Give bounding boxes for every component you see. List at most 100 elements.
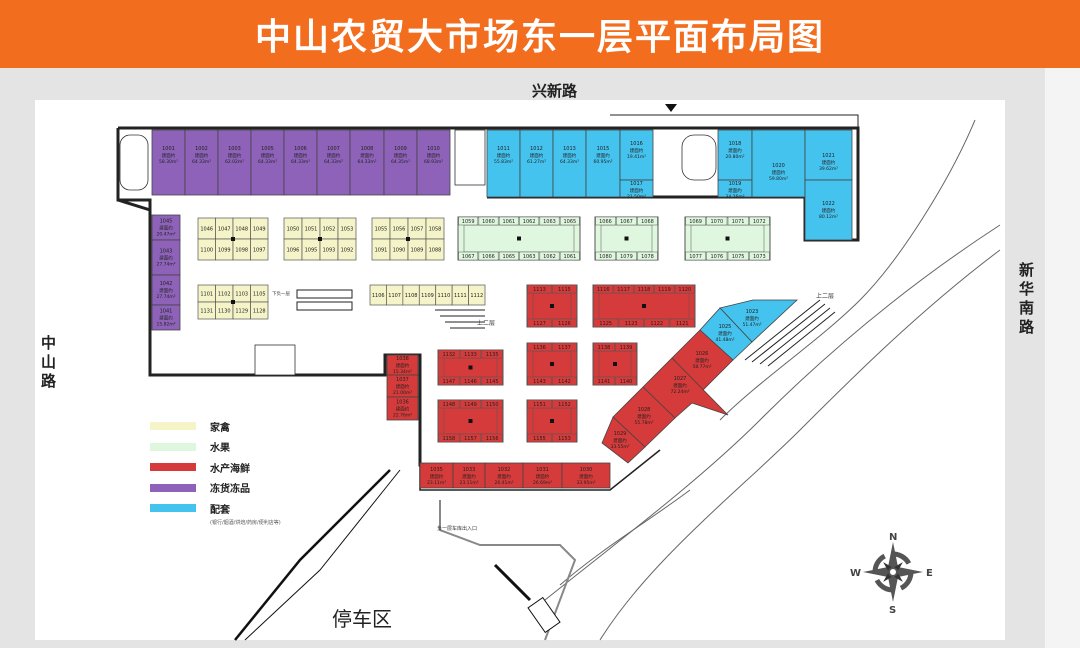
- stall-id: 1148: [442, 402, 455, 408]
- stall-shape: [749, 216, 770, 226]
- stall-id: 1046: [200, 227, 213, 233]
- stall-id: 1145: [486, 379, 499, 385]
- stall-id: 1118: [638, 287, 651, 293]
- stairwells: [119, 129, 717, 376]
- unit-shape: [383, 129, 418, 196]
- stall-id: 1097: [253, 248, 266, 254]
- stall-id: 1158: [442, 436, 455, 442]
- stall-1156: 1156: [481, 433, 503, 443]
- stall-1098: 1098: [232, 238, 251, 261]
- stall-1130: 1130: [215, 301, 234, 320]
- stall-id: 1066: [599, 219, 612, 225]
- stall-1123: 1123: [618, 318, 644, 328]
- stall-shape: [595, 251, 616, 261]
- unit-id: 1007: [327, 146, 340, 152]
- stall-1076: 1076: [706, 251, 728, 261]
- unit-area: 15.82m²: [156, 322, 175, 328]
- stall-id: 1122: [650, 321, 663, 327]
- page-title: 中山农贸大市场东一层平面布局图: [254, 17, 825, 58]
- unit-id: 1019: [729, 181, 742, 187]
- unit-id: 1013: [563, 146, 576, 152]
- unit-area-prefix: 建面约: [536, 473, 550, 480]
- compass-e: E: [926, 568, 933, 579]
- pillar: [468, 365, 473, 370]
- legend-swatch: [150, 463, 196, 472]
- stall-shape: [527, 399, 552, 409]
- stall-1078: 1078: [637, 251, 658, 261]
- stall-1065: 1065: [498, 251, 519, 261]
- stall-id: 1088: [429, 248, 442, 254]
- stall-id: 1141: [598, 379, 611, 385]
- stall-1110: 1110: [435, 284, 453, 306]
- stall-id: 1051: [305, 227, 318, 233]
- stall-id: 1063: [523, 254, 536, 260]
- unit-id: 1027: [674, 376, 687, 382]
- stall-id: 1146: [464, 379, 477, 385]
- unit-id: 1025: [719, 324, 732, 330]
- stall-shape: [615, 376, 637, 386]
- unit-area-prefix: 建面约: [530, 152, 544, 159]
- unit-area: 55.83m²: [494, 159, 513, 165]
- unit-shape: [552, 129, 587, 198]
- stall-shape: [559, 216, 580, 226]
- stall-1101: 1101: [197, 284, 216, 303]
- unit-id: 1045: [160, 219, 173, 225]
- stall-shape: [613, 284, 634, 294]
- unit-id: 1032: [498, 467, 511, 473]
- unit-id: 1001: [162, 146, 175, 152]
- stall-1125: 1125: [593, 318, 619, 328]
- stall-id: 1076: [711, 254, 724, 260]
- unit-shape: [484, 462, 524, 489]
- unit-area-prefix: 建面约: [430, 473, 444, 480]
- stall-shape: [527, 342, 552, 352]
- stall-shape: [727, 251, 749, 261]
- stall-1080: 1080: [595, 251, 616, 261]
- unit-area: 21.50m²: [627, 194, 646, 200]
- unit-area: 64.33m²: [192, 159, 211, 165]
- unit-area-prefix: 建面约: [427, 152, 441, 159]
- stall-shape: [654, 284, 675, 294]
- unit-id: 1008: [361, 146, 374, 152]
- unit-id: 1010: [427, 146, 440, 152]
- stall-id: 1127: [533, 321, 546, 327]
- stall-id: 1113: [533, 287, 546, 293]
- unit-id: 1021: [822, 153, 835, 159]
- stall-id: 1073: [753, 254, 766, 260]
- legend-note: (银行/烟酒/烘焙/药房/便利店等): [210, 520, 281, 526]
- stall-id: 1155: [533, 436, 546, 442]
- stall-id: 1068: [641, 219, 654, 225]
- stall-id: 1069: [689, 219, 702, 225]
- stall-id: 1079: [620, 254, 633, 260]
- stall-id: 1102: [218, 292, 231, 298]
- stall-id: 1121: [676, 321, 689, 327]
- stall-id: 1050: [287, 227, 300, 233]
- stall-id: 1115: [558, 287, 571, 293]
- unit-shape: [151, 304, 181, 331]
- stall-shape: [527, 433, 552, 443]
- stall-id: 1108: [405, 293, 418, 299]
- header-banner: 中山农贸大市场东一层平面布局图: [0, 0, 1080, 68]
- stall-shape: [615, 342, 637, 352]
- stall-1111: 1111: [451, 284, 469, 306]
- compass-n: N: [889, 532, 897, 543]
- pillar: [642, 304, 646, 308]
- stall-shape: [595, 216, 616, 226]
- unit-area-prefix: 建面约: [822, 159, 836, 166]
- stall-shape: [618, 318, 644, 328]
- stall-id: 1119: [658, 287, 671, 293]
- unit-id: 1036: [396, 400, 409, 406]
- stall-shape: [706, 251, 728, 261]
- unit-shape: [619, 129, 654, 181]
- unit-area-prefix: 建面约: [630, 147, 644, 154]
- ramp-wall: [493, 563, 532, 602]
- stall-1107: 1107: [386, 284, 404, 306]
- stall-id: 1058: [429, 227, 442, 233]
- legend-label: 水果: [210, 443, 230, 455]
